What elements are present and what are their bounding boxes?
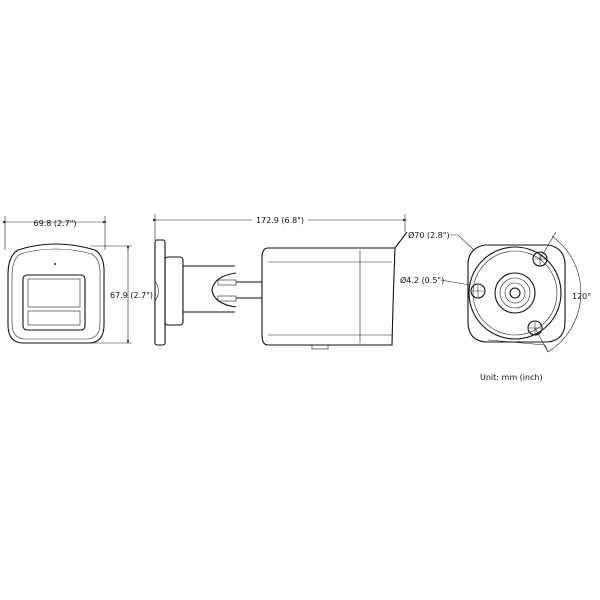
front-height-label: 67.9 (2.7") bbox=[110, 291, 153, 300]
screw-hole-label: Ø4.2 (0.5") bbox=[400, 275, 444, 285]
rear-view: 120° Ø70 (2.8") Ø4.2 (0.5") Unit: mm (in… bbox=[400, 230, 591, 382]
rear-diameter-label: Ø70 (2.8") bbox=[408, 230, 450, 240]
side-view: 172.9 (6.8") bbox=[153, 213, 408, 350]
unit-label: Unit: mm (inch) bbox=[480, 373, 543, 382]
front-width-label: 69.8 (2.7") bbox=[34, 219, 77, 228]
front-view: 69.8 (2.7") 67.9 (2.7") bbox=[3, 216, 153, 344]
angle-label: 120° bbox=[572, 292, 591, 301]
side-length-label: 172.9 (6.8") bbox=[256, 216, 304, 225]
screw-hole bbox=[470, 283, 486, 299]
